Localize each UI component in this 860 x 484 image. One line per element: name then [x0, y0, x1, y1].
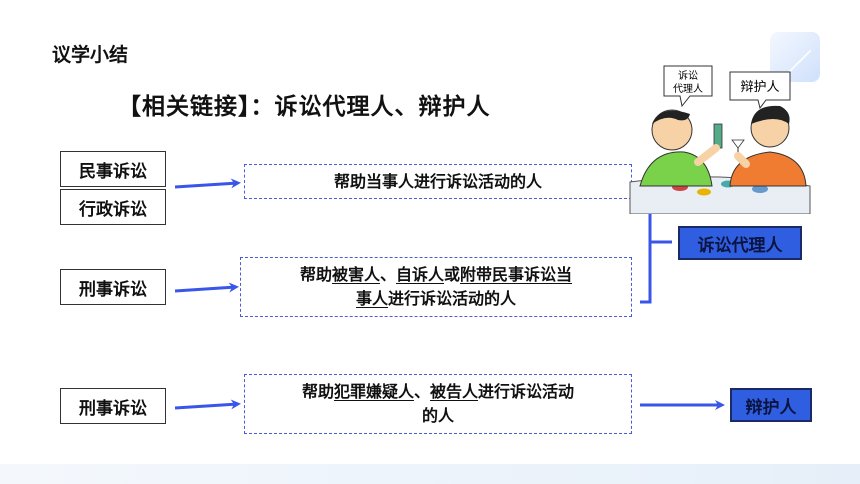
target-label: 辩护人 [745, 397, 797, 418]
bubble-left-line1: 诉讼 [678, 69, 698, 82]
underlined-term: 被害人 [331, 265, 380, 284]
label-administrative: 行政诉讼 [60, 189, 166, 225]
desc-box-agent-civil: 帮助当事人进行诉讼活动的人 [244, 164, 632, 199]
desc-line-2: 的人 [422, 404, 454, 428]
cartoon-illustration: 诉讼 代理人 辩护人 [629, 65, 811, 214]
underlined-term: 附带民事诉讼当 [460, 265, 573, 284]
label-criminal-defender: 刑事诉讼 [60, 388, 166, 424]
desc-segment: 的人 [421, 406, 454, 425]
desc-line-2: 事人进行诉讼活动的人 [356, 287, 516, 311]
bottom-band [0, 464, 860, 484]
desc-text: 帮助当事人进行诉讼活动的人 [333, 171, 542, 191]
desc-box-agent-criminal: 帮助被害人、自诉人或附带民事诉讼当 事人进行诉讼活动的人 [240, 257, 632, 317]
desc-segment: 帮助 [299, 265, 332, 284]
target-litigation-agent: 诉讼代理人 [678, 226, 802, 260]
page-heading: 【相关链接】：诉讼代理人、辩护人 [118, 94, 491, 120]
desc-segment: 帮助 [301, 382, 334, 401]
desc-line-1: 帮助犯罪嫌疑人、被告人进行诉讼活动 [302, 380, 574, 404]
bubble-left-line2: 代理人 [673, 83, 703, 95]
bubble-right: 辩护人 [740, 80, 779, 95]
label-civil: 民事诉讼 [60, 151, 166, 187]
underlined-term: 自诉人 [396, 265, 445, 284]
desc-segment: 、 [413, 382, 430, 401]
arrow-criminal-agent [174, 282, 239, 293]
desc-box-defender: 帮助犯罪嫌疑人、被告人进行诉讼活动 的人 [244, 374, 632, 434]
desc-line-1: 帮助被害人、自诉人或附带民事诉讼当 [300, 263, 572, 287]
label-criminal-agent: 刑事诉讼 [60, 269, 166, 305]
section-title: 议学小结 [52, 44, 129, 66]
arrow-civil [174, 178, 241, 189]
underlined-term: 被告人 [430, 382, 479, 401]
arrow-criminal-defender [174, 399, 241, 410]
target-defender: 辩护人 [730, 388, 812, 422]
desc-segment: 、 [379, 265, 396, 284]
desc-segment: 进行诉讼活动的人 [388, 289, 517, 308]
desc-segment: 或 [444, 265, 461, 284]
underlined-term: 事人 [355, 289, 388, 308]
underlined-term: 犯罪嫌疑人 [333, 382, 414, 401]
desc-segment: 进行诉讼活动 [478, 382, 575, 401]
target-label: 诉讼代理人 [697, 235, 783, 256]
